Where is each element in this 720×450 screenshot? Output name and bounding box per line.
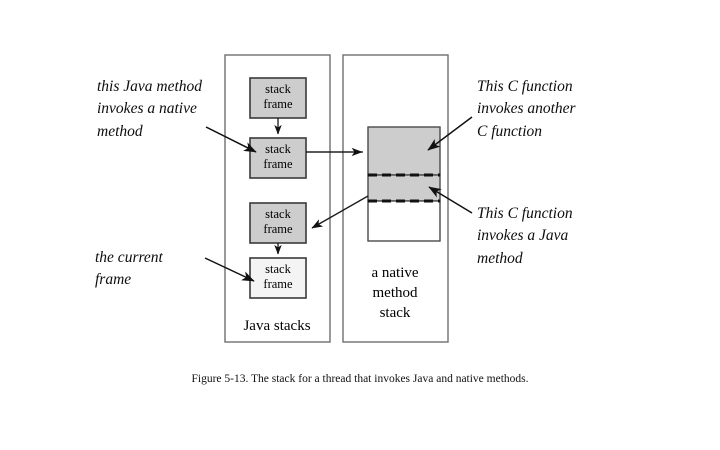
stack-frame-3-line2: frame [263, 222, 293, 236]
native-stack-block [367, 126, 441, 242]
stack-frame-4-line1: stack [265, 262, 291, 276]
annotation-java-invokes-native: this Java method invokes a native method [97, 78, 203, 140]
native-segment-unused [367, 200, 441, 242]
annotation-arrow-c-invokes-java [428, 186, 473, 214]
figure-caption: Figure 5-13. The stack for a thread that… [191, 373, 529, 385]
stack-frame-4-current: stack frame [249, 257, 307, 299]
java-stacks-label: Java stacks [243, 318, 310, 334]
stack-frame-3-line1: stack [265, 207, 291, 221]
annotation-c-invokes-java: This C function invokes a Java method [477, 205, 573, 267]
annotation-c-invokes-c: This C function invokes another C functi… [477, 78, 576, 140]
stack-frame-2-line2: frame [263, 157, 293, 171]
annotation-current-frame: the current frame [95, 249, 163, 289]
stack-frame-4-line2: frame [263, 277, 293, 291]
native-stack-label-line1: a native [371, 265, 418, 281]
native-segment-c-function-outer [367, 126, 441, 176]
stack-frame-2-line1: stack [265, 142, 291, 156]
stack-frame-1-line1: stack [265, 82, 291, 96]
native-stack-label-line2: method [373, 285, 418, 301]
annotation-arrow-java-invokes-native [205, 126, 257, 153]
stack-frame-2: stack frame [249, 137, 307, 179]
native-segment-c-function-inner [367, 174, 441, 202]
stack-frame-1: stack frame [249, 77, 307, 119]
native-stack-label-line3: stack [380, 305, 411, 321]
stack-frame-3: stack frame [249, 202, 307, 244]
native-to-java-arrow [311, 195, 369, 229]
annotation-arrow-current-frame [204, 257, 255, 282]
stack-frame-1-line2: frame [263, 97, 293, 111]
annotation-arrow-c-invokes-c [427, 116, 473, 151]
